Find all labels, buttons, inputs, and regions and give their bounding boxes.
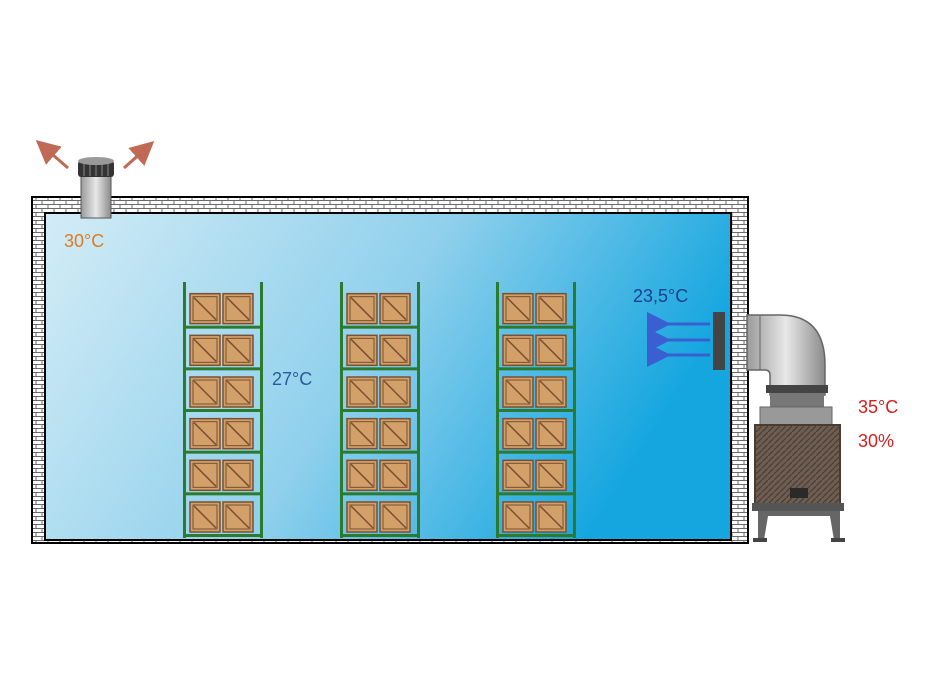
exhaust-temperature-label: 30°C xyxy=(64,231,105,251)
rack-shelf xyxy=(183,534,263,537)
supply-grille xyxy=(713,312,725,370)
crate xyxy=(535,417,567,450)
crate xyxy=(189,334,221,367)
rack-shelf xyxy=(183,492,263,496)
crate xyxy=(222,334,254,367)
rack-shelf xyxy=(340,534,420,537)
crate xyxy=(189,376,221,408)
rack-post xyxy=(573,282,576,538)
crate xyxy=(222,459,254,492)
crate xyxy=(379,417,411,450)
crate xyxy=(346,459,378,492)
storage-rack xyxy=(496,282,576,538)
rack-shelf xyxy=(183,450,263,454)
crate xyxy=(535,459,567,492)
crate xyxy=(346,376,378,408)
rack-post xyxy=(496,282,499,538)
outdoor-humidity-label: 30% xyxy=(858,431,895,451)
crate xyxy=(346,292,378,325)
crate xyxy=(222,417,254,450)
crate xyxy=(189,417,221,450)
crate xyxy=(346,334,378,367)
rack-shelf xyxy=(340,492,420,496)
rack-shelf xyxy=(340,325,420,329)
rack-post xyxy=(340,282,343,538)
crate xyxy=(222,376,254,408)
rack-post xyxy=(417,282,420,538)
crate xyxy=(379,501,411,533)
crate xyxy=(502,417,534,450)
crate xyxy=(379,334,411,367)
crate xyxy=(189,501,221,533)
rack-shelf xyxy=(340,409,420,412)
crate xyxy=(346,501,378,533)
supply-duct xyxy=(746,314,828,407)
crate xyxy=(535,376,567,408)
crate xyxy=(222,292,254,325)
rack-shelf xyxy=(496,325,576,329)
rack-shelf xyxy=(496,450,576,454)
rack-post xyxy=(183,282,186,538)
rack-shelf xyxy=(183,409,263,412)
rack-shelf xyxy=(496,492,576,496)
crate xyxy=(379,376,411,408)
crate xyxy=(222,501,254,533)
rack-shelf xyxy=(496,367,576,371)
crate xyxy=(502,501,534,533)
crate xyxy=(502,334,534,367)
storage-rack xyxy=(340,282,420,538)
roof-exhaust-fan xyxy=(78,157,114,219)
storage-racks xyxy=(183,282,576,538)
exhaust-air-arrows xyxy=(35,140,155,170)
crate xyxy=(502,376,534,408)
rack-post xyxy=(260,282,263,538)
supply-air-arrows xyxy=(647,312,710,367)
rack-shelf xyxy=(340,367,420,371)
crate xyxy=(535,334,567,367)
storage-rack xyxy=(183,282,263,538)
crate xyxy=(379,292,411,325)
rack-shelf xyxy=(183,325,263,329)
supply-temperature-label: 23,5°C xyxy=(633,286,689,306)
outdoor-temperature-label: 35°C xyxy=(858,397,899,417)
crate xyxy=(502,459,534,492)
crate xyxy=(535,501,567,533)
room-temperature-label: 27°C xyxy=(272,369,313,389)
crate xyxy=(535,292,567,325)
crate xyxy=(346,417,378,450)
rack-shelf xyxy=(183,367,263,371)
rack-shelf xyxy=(496,409,576,412)
crate xyxy=(189,292,221,325)
crate xyxy=(379,459,411,492)
rack-shelf xyxy=(496,534,576,537)
crate xyxy=(502,292,534,325)
evaporative-cooler xyxy=(752,406,845,542)
rack-shelf xyxy=(340,450,420,454)
crate xyxy=(189,459,221,492)
